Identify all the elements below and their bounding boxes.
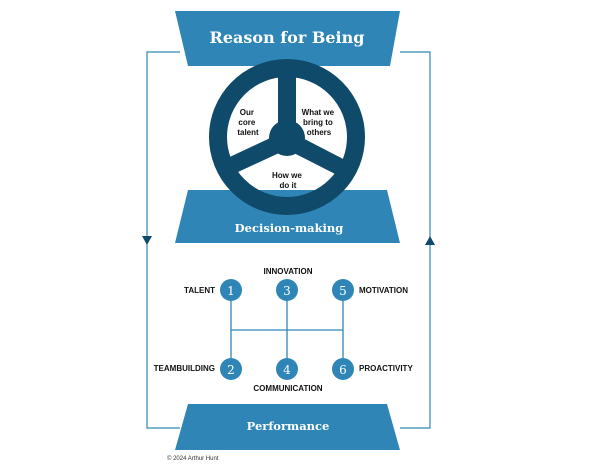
gear-node-circle	[332, 279, 354, 301]
top-banner-shape	[175, 11, 400, 66]
bottom-banner-shape	[175, 404, 400, 450]
decision-making-banner: Decision-making	[175, 190, 400, 243]
gear-node-label: TEAMBUILDING	[154, 364, 215, 373]
gear-node-circle	[220, 358, 242, 380]
wheel-right-label: What we bring to others	[302, 108, 337, 137]
bottom-banner-title: Performance	[247, 419, 330, 433]
wheel-bottom-line: How we	[272, 171, 302, 180]
wheel-left-line: talent	[237, 128, 259, 137]
arrow-down-icon	[142, 236, 152, 245]
gear-shift-lines	[230, 290, 344, 369]
wheel-bottom-line: do it	[280, 181, 297, 190]
gear-node-label: INNOVATION	[263, 267, 312, 276]
gear-node-5: 5 MOTIVATION	[332, 279, 408, 301]
top-banner-title: Reason for Being	[210, 28, 365, 47]
gear-node-6: 6 PROACTIVITY	[332, 358, 413, 380]
gear-node-number: 4	[283, 363, 291, 377]
performance-banner: Performance	[175, 404, 400, 450]
gear-node-number: 2	[227, 363, 235, 377]
wheel-spoke-top	[278, 66, 296, 138]
middle-banner-shape	[175, 190, 400, 243]
copyright-notice: © 2024 Arthur Hunt	[167, 456, 219, 462]
gear-node-circle	[276, 358, 298, 380]
gear-node-number: 3	[283, 284, 291, 298]
reason-for-being-banner: Reason for Being	[175, 11, 400, 66]
wheel-left-label: Our core talent	[237, 108, 259, 137]
gear-node-1: 1 TALENT	[184, 279, 242, 301]
steering-wheel: Our core talent What we bring to others …	[209, 59, 365, 215]
gear-node-4: 4 COMMUNICATION	[253, 358, 323, 393]
gear-node-circle	[332, 358, 354, 380]
gear-node-number: 5	[339, 284, 347, 298]
gear-node-label: PROACTIVITY	[359, 364, 413, 373]
gear-node-label: MOTIVATION	[359, 286, 408, 295]
gear-node-label: TALENT	[184, 286, 215, 295]
middle-banner-title: Decision-making	[235, 221, 344, 235]
wheel-hub	[269, 120, 305, 156]
gear-shift: 1 TALENT 2 TEAMBUILDING 3 INNOVATION 4 C…	[154, 267, 414, 393]
arrow-up-icon	[425, 236, 435, 245]
wheel-right-line: What we	[302, 108, 335, 117]
wheel-bottom-label: How we do it	[272, 171, 304, 190]
wheel-left-line: core	[238, 118, 255, 127]
wheel-left-line: Our	[240, 108, 254, 117]
wheel-right-line: others	[307, 128, 332, 137]
gear-node-number: 1	[227, 284, 235, 298]
gear-node-circle	[220, 279, 242, 301]
gear-node-label: COMMUNICATION	[253, 384, 322, 393]
gear-node-3: 3 INNOVATION	[263, 267, 313, 301]
wheel-right-line: bring to	[303, 118, 333, 127]
gear-node-2: 2 TEAMBUILDING	[154, 358, 242, 380]
gear-node-circle	[276, 279, 298, 301]
gear-node-number: 6	[339, 363, 347, 377]
